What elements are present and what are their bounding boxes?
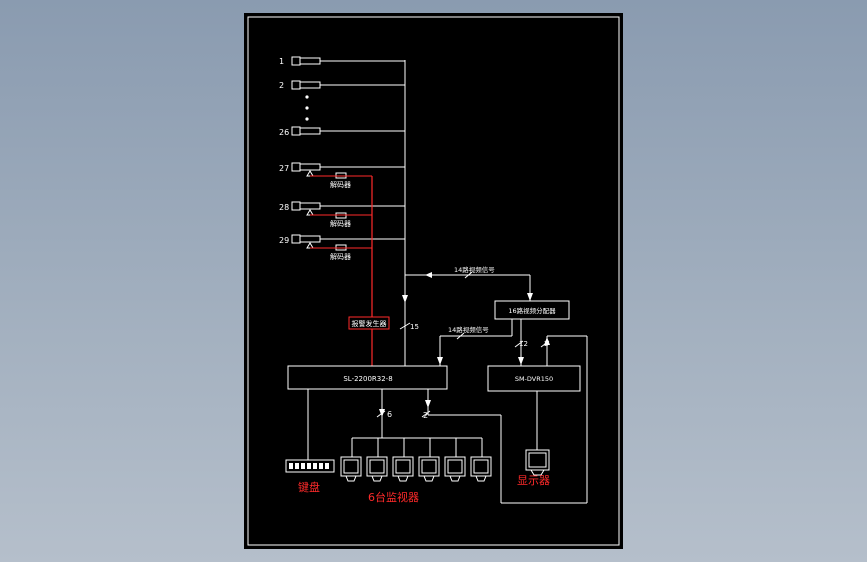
arrow-down-icon — [518, 357, 524, 365]
camera-28: 28 解码器 — [279, 201, 405, 228]
camera-icon — [291, 234, 301, 244]
monitor-4 — [418, 438, 440, 482]
keyboard-icon — [285, 459, 335, 473]
count-6: 6 — [387, 410, 392, 419]
count-15: 15 — [410, 323, 419, 331]
camera-26: 26 — [279, 126, 405, 137]
camera-icon — [291, 201, 301, 211]
camera-26-label: 26 — [279, 128, 289, 137]
display-monitor — [525, 449, 550, 476]
alarm-generator-label: 报警发生器 — [352, 319, 387, 328]
pan-tilt-icon — [306, 209, 314, 216]
pan-tilt-icon — [306, 242, 314, 249]
monitor-6 — [470, 438, 492, 482]
lower-video-label: 14路视频信号 — [448, 325, 489, 334]
arrow-down-icon — [437, 357, 443, 365]
wiring-diagram: 1 2 26 27 — [247, 16, 620, 546]
count-2-top: 2 — [544, 340, 548, 348]
monitors-label: 6台监视器 — [368, 490, 419, 504]
monitor-2 — [366, 438, 388, 482]
camera-29-label: 29 — [279, 236, 289, 245]
camera-2: 2 — [279, 80, 405, 90]
monitor-1 — [340, 438, 362, 482]
pan-tilt-icon — [306, 170, 314, 177]
video-distributor-label: 16路视频分配器 — [508, 306, 556, 315]
camera-27: 27 解码器 — [279, 162, 405, 189]
sheet-border — [247, 16, 620, 546]
camera-icon — [291, 126, 301, 136]
arrow-down-icon — [527, 293, 533, 301]
alarm-generator-box — [348, 316, 390, 330]
dvr-label: SM-DVR150 — [515, 375, 553, 383]
count-12: 12 — [519, 340, 528, 348]
matrix-label: SL-2200R32-8 — [343, 375, 392, 383]
monitor-bank — [340, 438, 492, 482]
arrow-up-icon — [544, 337, 550, 345]
camera-icon — [291, 80, 301, 90]
drawing-sheet: 1 2 26 27 — [244, 13, 623, 549]
keyboard-label: 键盘 — [298, 480, 320, 494]
camera-29: 29 解码器 — [279, 234, 405, 261]
camera-28-label: 28 — [279, 203, 289, 212]
video-distributor-box — [494, 300, 570, 320]
ellipsis-dots — [305, 95, 309, 121]
monitor-3 — [392, 438, 414, 482]
dvr-box — [487, 365, 581, 392]
count-2: 2 — [423, 411, 428, 420]
monitor-5 — [444, 438, 466, 482]
camera-1-label: 1 — [279, 57, 284, 66]
display-label: 显示器 — [517, 474, 550, 487]
arrow-down-icon — [425, 400, 431, 408]
decoder-label: 解码器 — [330, 180, 351, 189]
camera-icon — [291, 56, 301, 66]
matrix-box — [287, 365, 448, 390]
decoder-label: 解码器 — [330, 219, 351, 228]
camera-2-label: 2 — [279, 81, 284, 90]
arrow-left-icon — [425, 272, 432, 278]
arrow-down-icon — [402, 295, 408, 303]
camera-27-label: 27 — [279, 164, 289, 173]
keyboard-keys — [289, 463, 329, 469]
camera-icon — [291, 162, 301, 172]
camera-1: 1 — [279, 56, 405, 66]
upper-video-label: 14路视频信号 — [454, 265, 495, 274]
decoder-label: 解码器 — [330, 252, 351, 261]
